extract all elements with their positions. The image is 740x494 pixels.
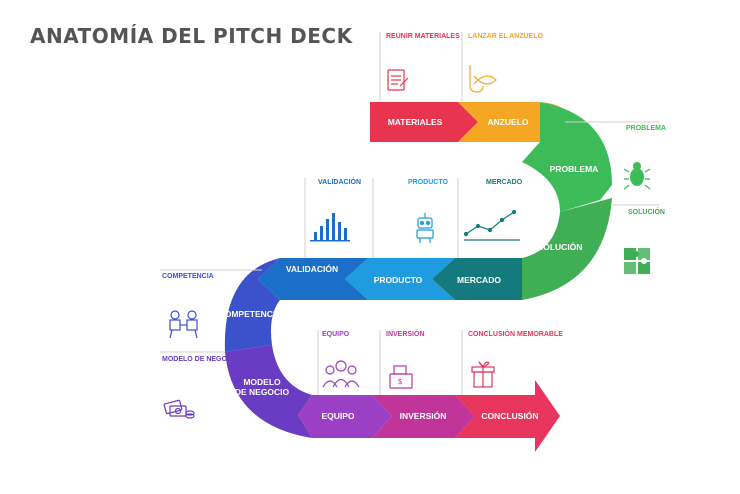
note-inversion-title: INVERSIÓN — [386, 331, 425, 338]
bug-icon — [623, 162, 651, 190]
arrow-anzuelo — [458, 102, 565, 142]
label-materiales: MATERIALES — [388, 117, 443, 127]
line-chart-icon — [463, 209, 520, 241]
bar-chart-icon — [310, 213, 350, 242]
note-mercado-title: MERCADO — [486, 179, 523, 186]
note-reunir-materiales-title: REUNIR MATERIALES — [386, 33, 460, 40]
label-mercado: MERCADO — [457, 275, 501, 285]
arrow-competencia — [224, 258, 280, 352]
note-producto-title: PRODUCTO — [408, 179, 448, 186]
fish-hook-icon — [469, 65, 497, 93]
note-solucion-title: SOLUCIÓN — [628, 209, 665, 216]
note-validacion-title: VALIDACIÓN — [318, 179, 362, 186]
cash-register-icon: $ — [389, 365, 413, 389]
gift-icon — [471, 361, 495, 388]
label-producto: PRODUCTO — [374, 275, 423, 285]
note-conclusion-memorable-title: CONCLUSIÓN MEMORABLE — [468, 331, 563, 338]
arrow-modelo — [225, 345, 312, 438]
note-lanzar-anzuelo-title: LANZAR EL ANZUELO — [468, 33, 544, 40]
puzzle-icon — [624, 248, 650, 274]
team-icon — [169, 310, 198, 339]
note-problema-title: PROBLEMA — [626, 125, 667, 132]
label-inversion: INVERSIÓN — [400, 410, 447, 421]
svg-text:$: $ — [397, 377, 402, 386]
arrow-validacion — [258, 258, 368, 300]
label-competencia: COMPETENCIA — [219, 309, 282, 319]
arrow-inversion — [372, 395, 475, 438]
label-equipo: EQUIPO — [321, 411, 354, 421]
money-icon — [163, 399, 195, 419]
arrow-conclusion — [455, 380, 560, 452]
arrow-producto — [345, 258, 455, 300]
label-solucion: SOLUCIÓN — [538, 241, 583, 252]
robot-icon — [416, 213, 434, 243]
note-modelo-negocio-title: MODELO DE NEGOCIO — [162, 356, 240, 363]
arrow-mercado — [432, 258, 522, 300]
note-competencia-title: COMPETENCIA — [162, 273, 214, 280]
label-problema: PROBLEMA — [550, 164, 599, 174]
connector-lines — [160, 32, 660, 395]
document-icon — [387, 69, 409, 91]
arrow-equipo — [298, 395, 392, 438]
label-validacion: VALIDACIÓN — [286, 263, 338, 274]
people-icon — [322, 360, 360, 388]
label-anzuelo: ANZUELO — [487, 117, 528, 127]
label-conclusion: CONCLUSIÓN — [481, 410, 538, 421]
arrow-solucion — [522, 198, 612, 300]
arrow-problema — [522, 102, 612, 212]
arrow-materiales — [370, 102, 478, 142]
page-title: ANATOMÍA DEL PITCH DECK — [30, 24, 353, 48]
note-equipo-title: EQUIPO — [322, 331, 350, 338]
